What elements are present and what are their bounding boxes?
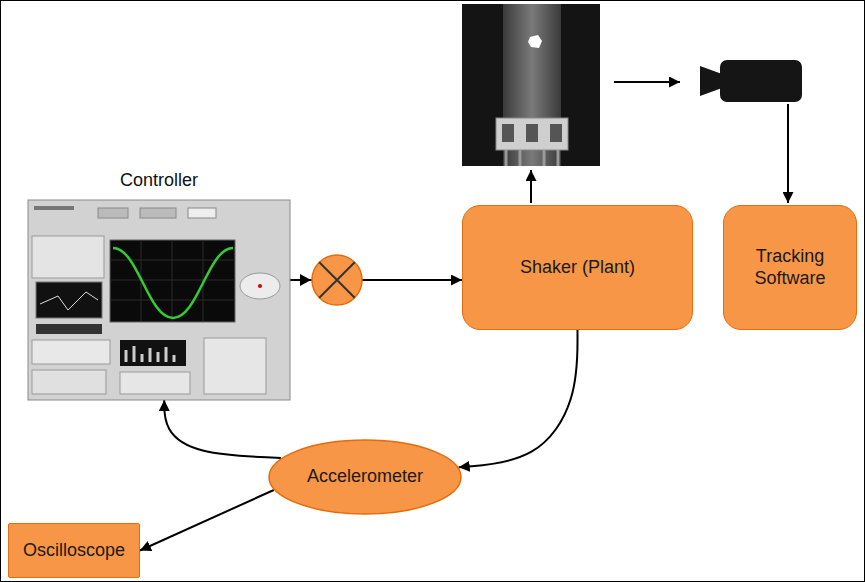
control-panel	[120, 372, 190, 394]
control-field	[188, 208, 216, 218]
control-panel	[32, 340, 110, 364]
beam	[503, 4, 561, 166]
signal-arrow	[140, 490, 274, 551]
signal-arrow	[164, 400, 281, 458]
tracking-marker	[528, 35, 542, 48]
indicator-dot	[258, 284, 262, 288]
process-box: Shaker (Plant)	[462, 205, 693, 330]
plot-grid	[110, 240, 235, 322]
fixture-posts	[506, 150, 558, 166]
photo-background	[462, 4, 600, 166]
arrow-line	[530, 170, 532, 203]
control-field	[140, 208, 176, 218]
video-camera	[700, 60, 802, 102]
fixture-bolt	[526, 124, 538, 142]
node-label: Tracking Software	[724, 246, 856, 289]
bar-display-bars	[126, 346, 174, 362]
beam-photo	[462, 4, 600, 166]
indicator-ring	[240, 273, 280, 299]
mini-plot	[36, 282, 102, 318]
fixture-bolt	[550, 124, 562, 142]
shaker-fixture	[496, 118, 568, 150]
signal-arrow	[459, 330, 578, 467]
status-strip	[36, 324, 102, 334]
screenshot-background	[28, 200, 290, 400]
controller-panel: Controller	[28, 200, 290, 400]
multiplier-circle	[312, 255, 362, 305]
arrow-head	[300, 274, 311, 286]
cosine-trace	[113, 248, 233, 318]
control-panel	[32, 370, 106, 394]
instrument-box: Oscilloscope	[8, 523, 140, 578]
menu-bar	[34, 206, 74, 210]
control-panel	[204, 338, 266, 394]
multiplier-junction	[300, 255, 362, 305]
sensor-ellipse: Accelerometer	[268, 439, 462, 515]
camera-lens	[700, 66, 722, 96]
arrow-line	[787, 104, 789, 203]
fixture-bolt	[502, 124, 514, 142]
multiplier-cross	[319, 262, 354, 297]
process-box: Tracking Software	[723, 205, 857, 330]
node-label: Shaker (Plant)	[516, 257, 639, 279]
node-label: Oscilloscope	[19, 540, 129, 562]
signal-arrow	[290, 279, 462, 281]
controller-screenshot	[28, 200, 290, 400]
bar-display	[120, 340, 186, 366]
plot-area	[110, 240, 235, 322]
node-label: Accelerometer	[303, 466, 427, 488]
arrow-line	[614, 81, 680, 83]
control-panel	[32, 236, 104, 278]
mini-plot-trace	[40, 292, 98, 310]
panel-heading: Controller	[28, 170, 290, 192]
control-field	[98, 208, 128, 218]
ellipse-shape	[269, 440, 461, 514]
camera-body	[720, 60, 802, 102]
